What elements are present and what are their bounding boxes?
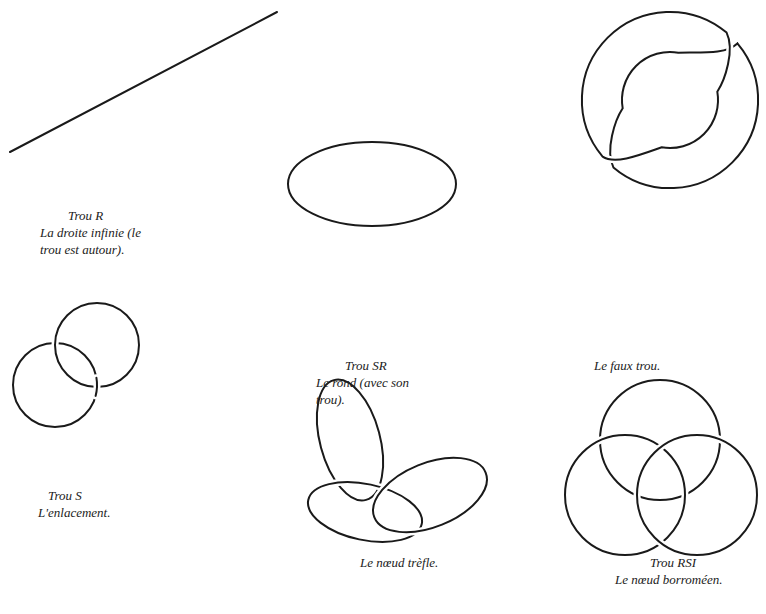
trefoil-knot bbox=[302, 372, 497, 551]
figure-caption: Le faux trou. bbox=[594, 357, 660, 374]
hopf-link bbox=[13, 303, 139, 427]
false-hole bbox=[582, 12, 758, 188]
circle-ring bbox=[288, 142, 456, 226]
figure-caption: Trou RSI bbox=[650, 554, 696, 571]
borromean-gap bbox=[637, 435, 757, 555]
borromean-rings bbox=[565, 380, 757, 555]
link-gap bbox=[96, 378, 97, 396]
figure-caption: Le nœud trèfle. bbox=[360, 554, 438, 571]
borromean-gap bbox=[565, 435, 685, 555]
borromean-ring bbox=[637, 435, 757, 555]
figure-caption: L'enlacement. bbox=[38, 504, 110, 521]
link-ring bbox=[96, 378, 97, 396]
infinite-line bbox=[10, 12, 277, 152]
false-hole-loop bbox=[582, 12, 730, 160]
figure-caption: Le rond (avec son trou). bbox=[316, 374, 416, 408]
false-hole-loop bbox=[610, 43, 758, 188]
trefoil-gap bbox=[362, 443, 497, 547]
trefoil-lobe bbox=[302, 473, 427, 552]
trefoil-lobe bbox=[362, 443, 497, 547]
borromean-ring bbox=[600, 380, 720, 500]
figure-caption: Trou SR bbox=[345, 357, 387, 374]
trefoil-gap bbox=[302, 473, 427, 552]
figure-caption: Trou S bbox=[48, 487, 82, 504]
borromean-ring bbox=[565, 435, 685, 555]
figure-caption: Trou R bbox=[68, 207, 103, 224]
false-hole-gap bbox=[582, 12, 730, 160]
figure-caption: La droite infinie (le trou est autour). bbox=[40, 224, 164, 258]
figure-caption: Le nœud borroméen. bbox=[615, 571, 723, 588]
